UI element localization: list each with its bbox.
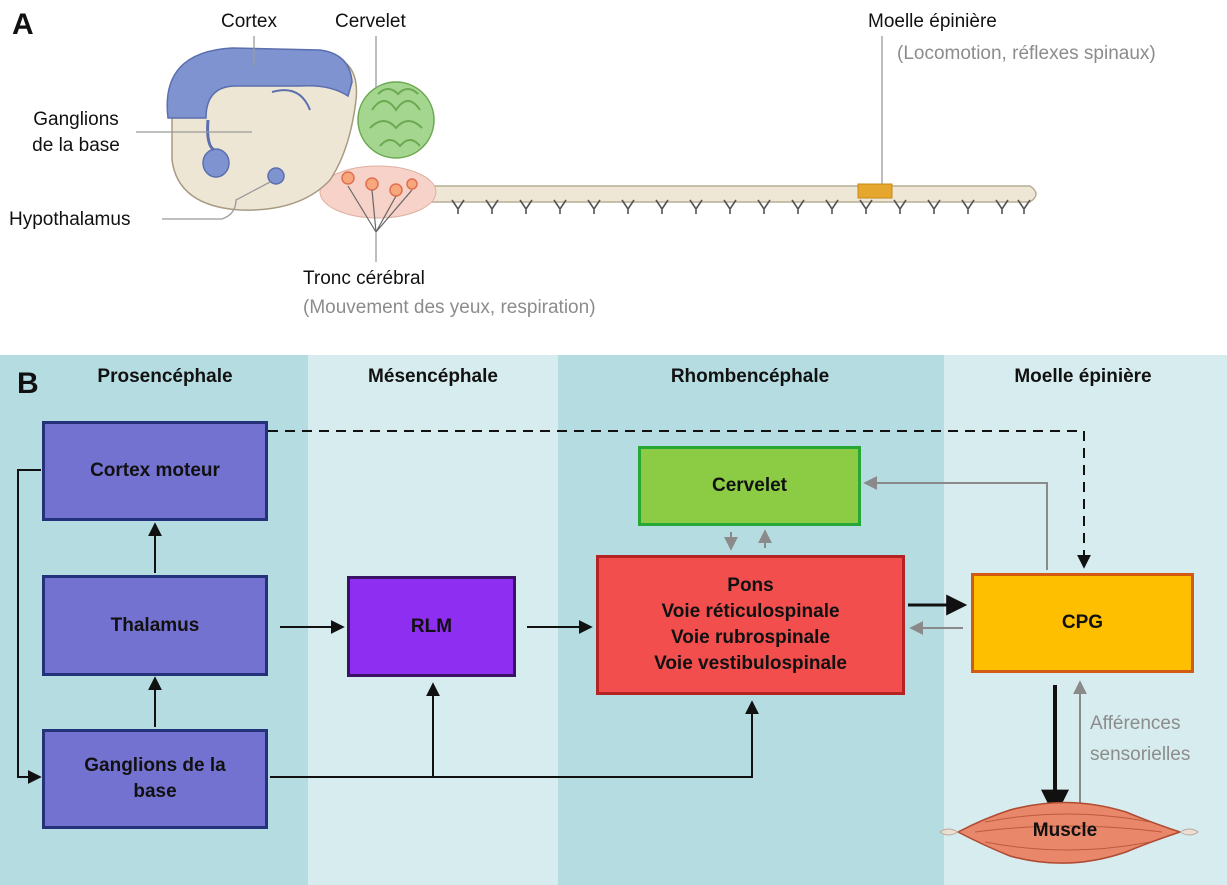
label-afferences: Afférences sensorielles: [1090, 708, 1190, 770]
label-cortex: Cortex: [221, 11, 277, 32]
box-cervelet: Cervelet: [638, 446, 861, 526]
box-pons-line3: Voie rubrospinale: [670, 627, 831, 648]
muscle-label: Muscle: [1032, 820, 1098, 841]
region-title-prosencephale: Prosencéphale: [97, 366, 233, 387]
box-ganglions-line2: base: [133, 781, 177, 802]
label-cervelet: Cervelet: [335, 11, 406, 32]
label-ganglions-line1: Ganglions: [33, 109, 119, 130]
label-moelle-sub: (Locomotion, réflexes spinaux): [897, 43, 1156, 64]
label-ganglions-base: Ganglions de la base: [14, 107, 138, 159]
box-thalamus: Thalamus: [42, 575, 268, 676]
label-hypothalamus: Hypothalamus: [9, 209, 131, 230]
panel-b-letter: B: [17, 367, 39, 400]
box-cpg: CPG: [971, 573, 1194, 673]
box-cortex-moteur: Cortex moteur: [42, 421, 268, 521]
label-afferences-line2: sensorielles: [1090, 744, 1191, 765]
rat-brain-illustration: [136, 36, 1037, 262]
label-moelle: Moelle épinière: [868, 11, 997, 32]
region-title-mesencephale: Mésencéphale: [368, 366, 498, 387]
label-afferences-line1: Afférences: [1090, 713, 1181, 734]
region-title-moelle: Moelle épinière: [1014, 366, 1152, 387]
region-title-rhombencephale: Rhombencéphale: [670, 366, 830, 387]
panel-a-letter: A: [12, 8, 34, 41]
box-pons-line2: Voie réticulospinale: [661, 601, 840, 622]
label-tronc-cerebral: Tronc cérébral: [303, 268, 425, 289]
box-ganglions-base: Ganglions de la base: [42, 729, 268, 829]
box-pons-line1: Pons: [727, 575, 774, 596]
box-rlm: RLM: [347, 576, 516, 677]
box-pons: Pons Voie réticulospinale Voie rubrospin…: [596, 555, 905, 695]
box-pons-line4: Voie vestibulospinale: [654, 653, 847, 674]
label-ganglions-line2: de la base: [32, 135, 120, 156]
box-ganglions-line1: Ganglions de la: [84, 755, 226, 776]
label-tronc-sub: (Mouvement des yeux, respiration): [303, 297, 596, 318]
